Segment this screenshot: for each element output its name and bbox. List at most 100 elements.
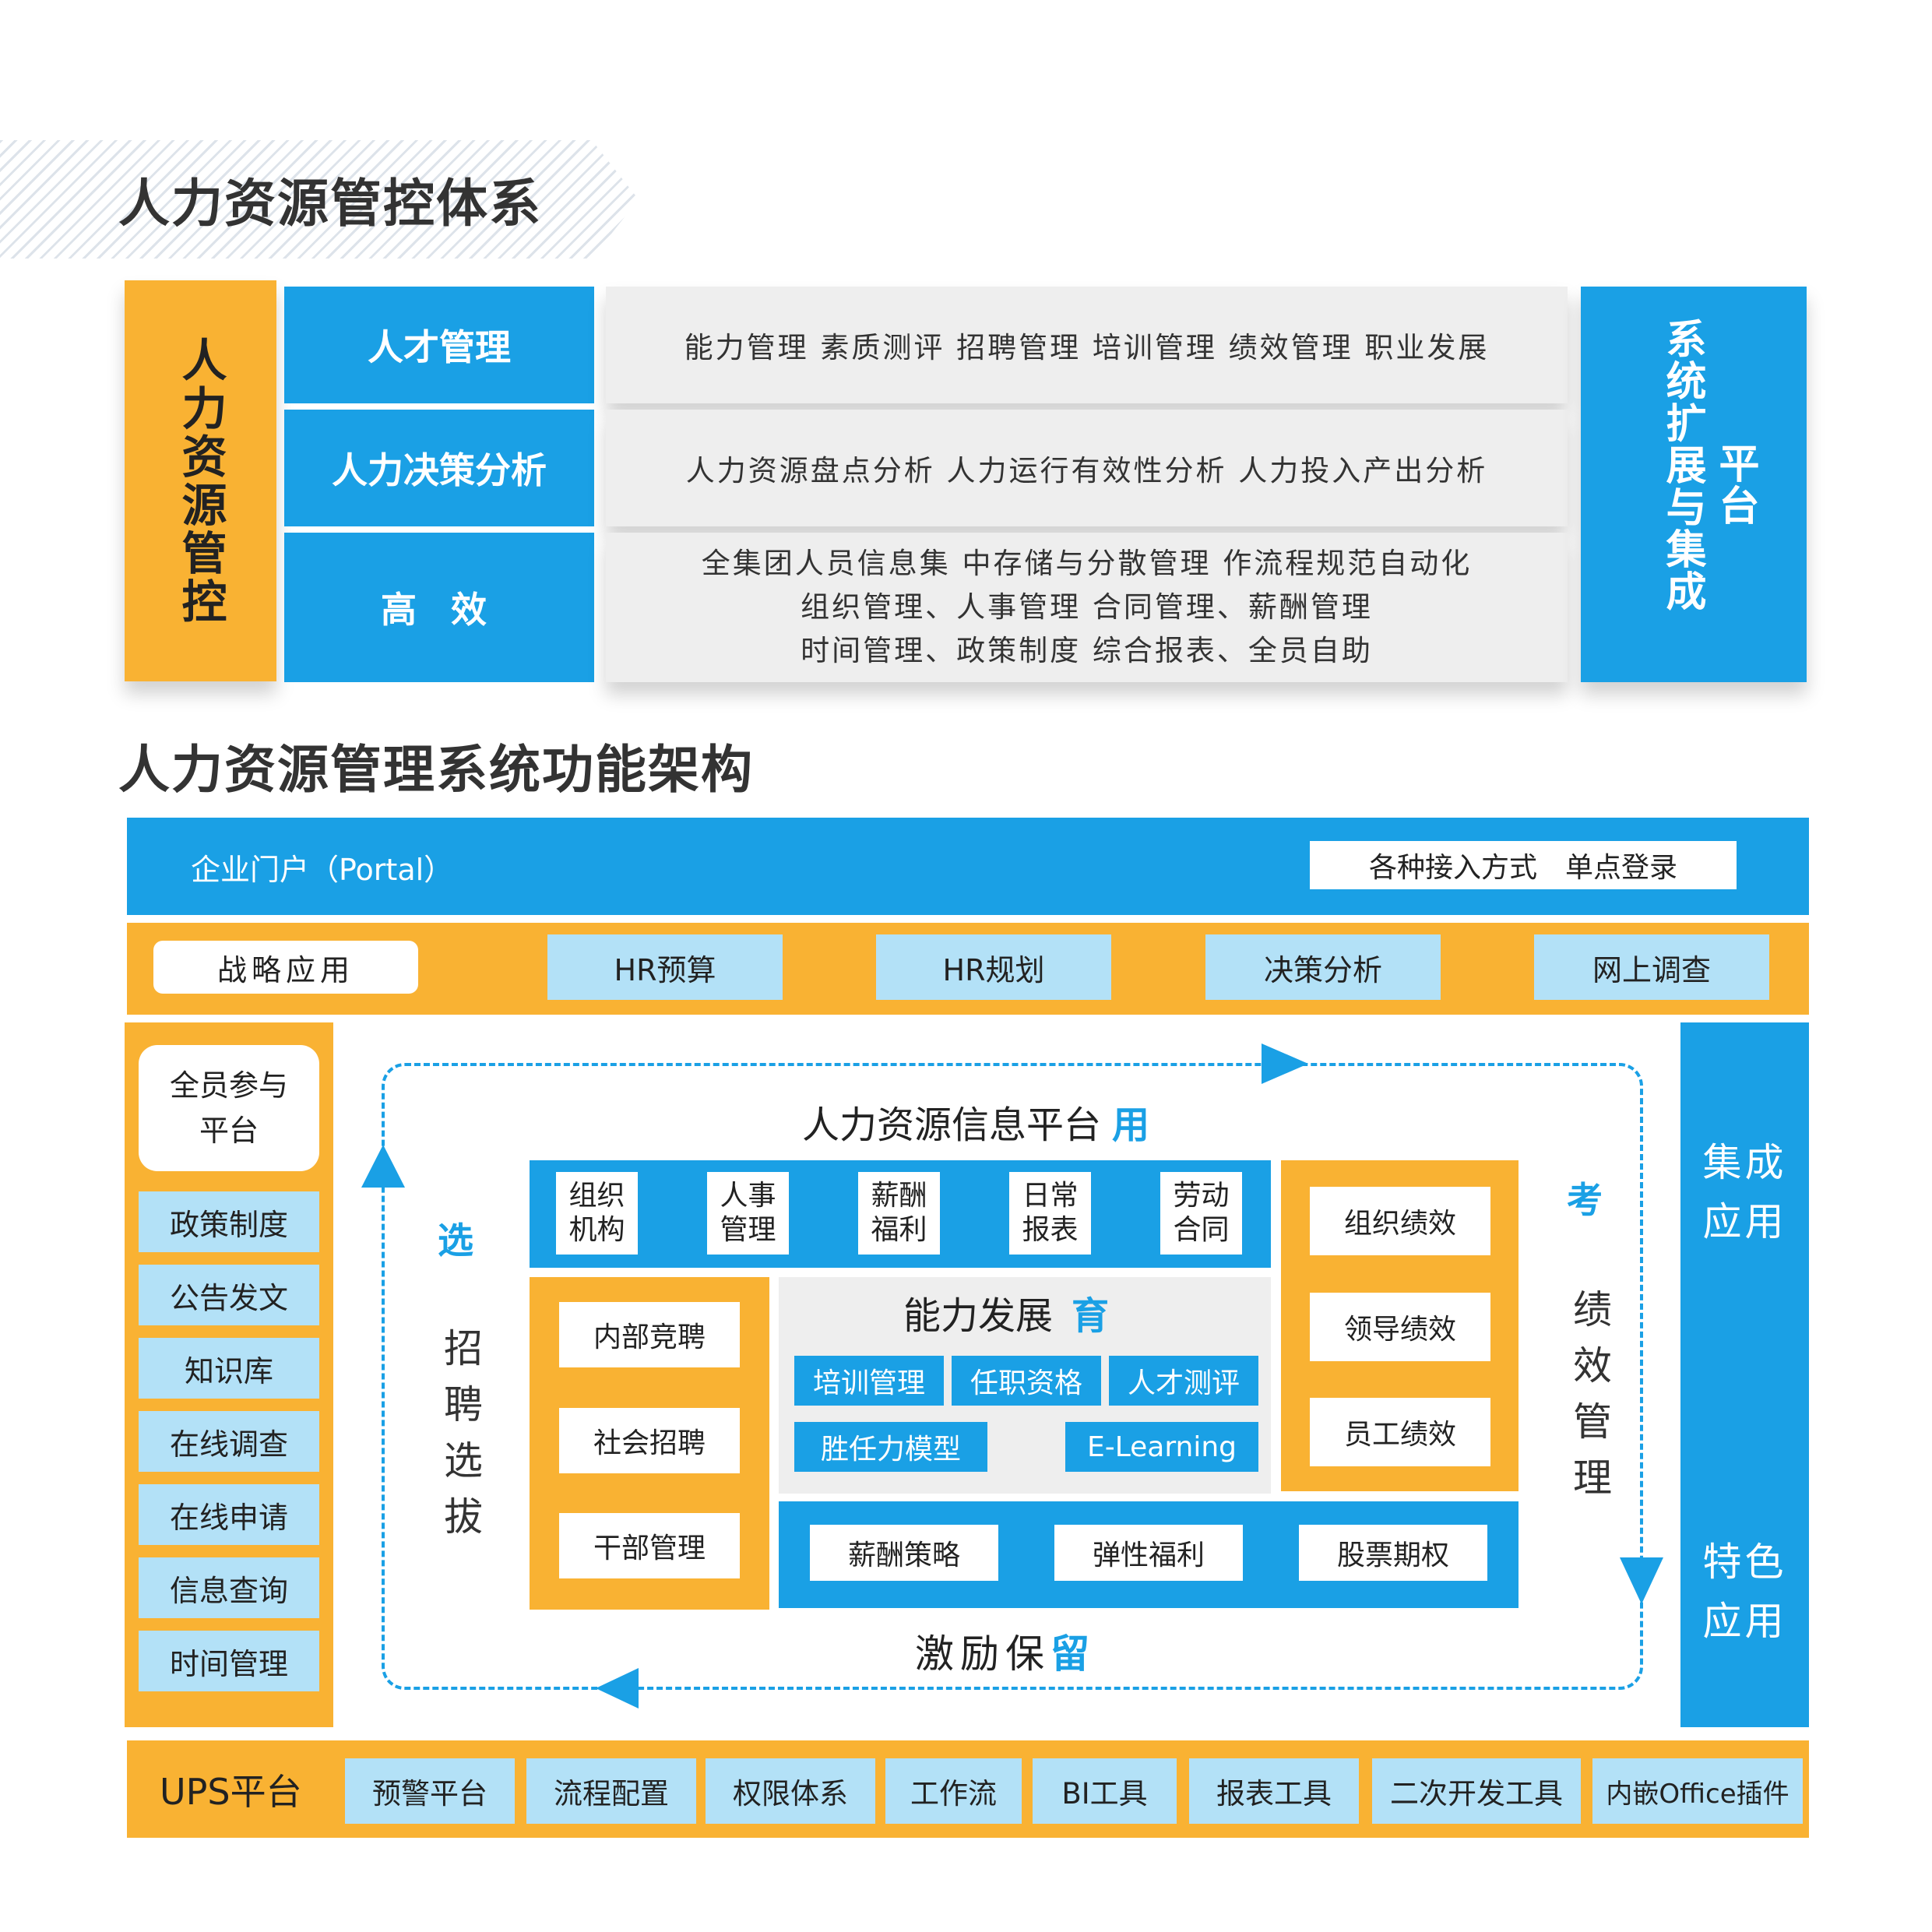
recruit-item: 干部管理	[559, 1513, 740, 1578]
left-item: 公告发文	[139, 1265, 319, 1325]
ups-item: 流程配置	[526, 1758, 696, 1824]
title-hatch-decoration	[0, 140, 639, 259]
hr-control-text: 人力资源管控	[174, 336, 227, 626]
ups-item: 二次开发工具	[1372, 1758, 1581, 1824]
portal-label: 企业门户（Portal）	[191, 852, 454, 887]
top-item-line: 薪酬	[871, 1180, 927, 1212]
left-item: 在线申请	[139, 1484, 319, 1545]
ups-item: 内嵌Office插件	[1592, 1758, 1803, 1824]
row-content-talent-text: 能力管理 素质测评 招聘管理 培训管理 绩效管理 职业发展	[684, 331, 1490, 364]
ability-item: 培训管理	[794, 1356, 944, 1406]
left-item: 在线调查	[139, 1411, 319, 1472]
incentive-item: 弹性福利	[1054, 1525, 1243, 1581]
integration-app-label: 集成 应用	[1680, 1133, 1809, 1251]
ups-item: 报表工具	[1189, 1758, 1359, 1824]
info-platform-title-text: 人力资源信息平台	[802, 1103, 1102, 1147]
right-text-line: 集成	[1702, 1140, 1787, 1185]
top-item-personnel: 人事 管理	[707, 1172, 789, 1255]
ability-title-text: 能力发展	[903, 1294, 1054, 1338]
info-platform-title: 人力资源信息平台 用	[802, 1094, 1149, 1149]
perf-item: 组织绩效	[1310, 1187, 1490, 1255]
top-item-line: 福利	[871, 1214, 927, 1246]
ups-label: UPS平台	[160, 1771, 302, 1813]
row-content-decision: 人力资源盘点分析 人力运行有效性分析 人力投入产出分析	[606, 410, 1568, 526]
row-content-line: 全集团人员信息集 中存储与分散管理 作流程规范自动化	[701, 547, 1473, 580]
top-item-line: 报表	[1022, 1214, 1079, 1246]
assess-accent: 考	[1567, 1179, 1603, 1221]
top-item-reports: 日常 报表	[1009, 1172, 1091, 1255]
row-label-decision: 人力决策分析	[284, 410, 594, 526]
portal-access-box: 各种接入方式 单点登录	[1310, 841, 1737, 889]
left-item: 信息查询	[139, 1557, 319, 1618]
right-text-line: 应用	[1702, 1199, 1787, 1244]
arrow-up-icon	[361, 1145, 405, 1188]
ability-title: 能力发展 育	[903, 1285, 1109, 1339]
performance-mgmt-label: 绩效管理	[1567, 1289, 1612, 1513]
top-item-line: 机构	[568, 1214, 625, 1246]
right-text-line: 应用	[1702, 1599, 1787, 1644]
nurture-accent: 育	[1072, 1294, 1110, 1338]
left-item: 时间管理	[139, 1631, 319, 1691]
top-item-line: 劳动	[1173, 1180, 1230, 1212]
row-content-line: 时间管理、政策制度 综合报表、全员自助	[801, 634, 1373, 667]
ability-item: E-Learning	[1065, 1422, 1258, 1472]
right-panel	[1680, 1022, 1809, 1727]
perf-item: 领导绩效	[1310, 1293, 1490, 1361]
arrow-down-icon	[1620, 1557, 1663, 1604]
recruit-item: 社会招聘	[559, 1408, 740, 1473]
arrow-right-icon	[1262, 1043, 1308, 1084]
top-item-org: 组织 机构	[556, 1172, 638, 1255]
recruit-select-label: 招聘选拔	[438, 1328, 483, 1552]
system-extension-text: 系统扩展与集成	[1659, 318, 1705, 612]
ability-item: 任职资格	[952, 1356, 1101, 1406]
hr-control-vertical-label: 人力资源管控	[125, 280, 276, 681]
ups-item: 工作流	[885, 1758, 1022, 1824]
system-extension-panel: 系统扩展与集成 平台	[1581, 287, 1807, 682]
incentive-label-text: 激励保	[915, 1631, 1050, 1677]
recruit-item: 内部竞聘	[559, 1302, 740, 1367]
strategy-item: HR预算	[547, 934, 783, 1000]
incentive-label: 激励保 留	[915, 1624, 1096, 1678]
ability-item: 人才测评	[1109, 1356, 1258, 1406]
incentive-item: 薪酬策略	[810, 1525, 998, 1581]
perf-item: 员工绩效	[1310, 1398, 1490, 1466]
top-item-contract: 劳动 合同	[1160, 1172, 1242, 1255]
top-item-line: 合同	[1173, 1214, 1230, 1246]
top-item-line: 组织	[568, 1180, 625, 1212]
ups-item: BI工具	[1033, 1758, 1177, 1824]
strategy-item: HR规划	[876, 934, 1111, 1000]
strategy-item: 决策分析	[1205, 934, 1441, 1000]
right-text-line: 特色	[1702, 1540, 1787, 1585]
top-item-line: 管理	[720, 1214, 776, 1246]
use-accent: 用	[1112, 1103, 1150, 1147]
ability-item: 胜任力模型	[794, 1422, 987, 1472]
select-accent: 选	[438, 1219, 473, 1262]
section1-title: 人力资源管控体系	[118, 174, 542, 234]
strategy-item: 网上调查	[1534, 934, 1769, 1000]
cycle-dashed-frame	[382, 1063, 1643, 1690]
row-content-efficiency: 全集团人员信息集 中存储与分散管理 作流程规范自动化 组织管理、人事管理 合同管…	[606, 533, 1568, 682]
row-content-talent: 能力管理 素质测评 招聘管理 培训管理 绩效管理 职业发展	[606, 287, 1568, 403]
top-item-line: 日常	[1022, 1180, 1079, 1212]
section2-title: 人力资源管理系统功能架构	[118, 740, 754, 800]
ups-item: 预警平台	[345, 1758, 515, 1824]
all-staff-platform-box: 全员参与 平台	[139, 1045, 319, 1171]
left-item: 知识库	[139, 1338, 319, 1399]
incentive-item: 股票期权	[1299, 1525, 1487, 1581]
platform-text: 平台	[1712, 442, 1758, 526]
row-content-decision-text: 人力资源盘点分析 人力运行有效性分析 人力投入产出分析	[685, 454, 1488, 487]
feature-app-label: 特色 应用	[1680, 1533, 1809, 1651]
left-head-line: 平台	[199, 1114, 259, 1148]
arrow-left-icon	[596, 1668, 639, 1709]
row-label-efficiency: 高 效	[284, 533, 594, 682]
row-label-talent: 人才管理	[284, 287, 594, 403]
ups-item: 权限体系	[706, 1758, 875, 1824]
left-head-line: 全员参与	[169, 1068, 288, 1103]
row-content-line: 组织管理、人事管理 合同管理、薪酬管理	[801, 590, 1373, 624]
top-item-salary: 薪酬 福利	[858, 1172, 940, 1255]
strategy-label: 战略应用	[153, 941, 418, 994]
top-item-line: 人事	[720, 1180, 776, 1212]
retain-accent: 留	[1050, 1631, 1096, 1677]
left-item: 政策制度	[139, 1191, 319, 1252]
